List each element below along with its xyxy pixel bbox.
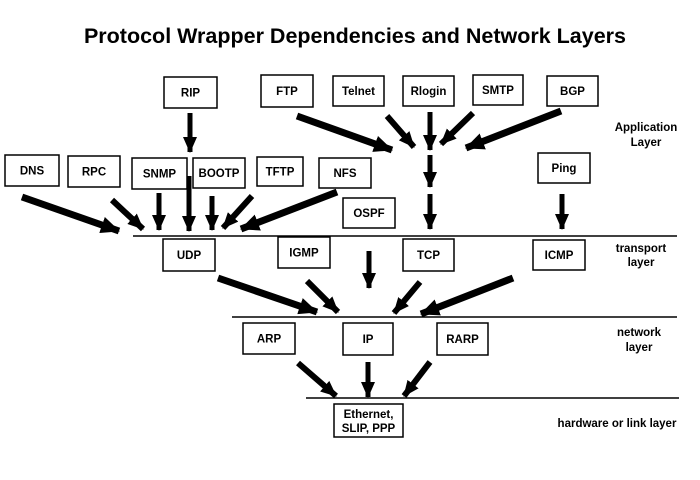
- node-rarp: RARP: [436, 322, 489, 356]
- node-tcp: TCP: [402, 238, 455, 272]
- node-telnet-label: Telnet: [342, 86, 375, 98]
- node-igmp: IGMP: [277, 236, 331, 269]
- node-icmp: ICMP: [532, 239, 586, 271]
- node-smtp-label: SMTP: [482, 85, 514, 97]
- node-udp: UDP: [162, 238, 216, 272]
- node-ip: IP: [342, 322, 394, 356]
- arrow-bgp-to-tcp: [464, 107, 563, 152]
- node-telnet-box: [332, 75, 385, 107]
- node-igmp-box: [277, 236, 331, 269]
- arrow-rarp-to-ethernet: [401, 360, 433, 398]
- node-tftp: TFTP: [256, 156, 304, 187]
- node-ftp-box: [260, 74, 314, 108]
- node-arp-box: [242, 322, 296, 355]
- node-bgp-label: BGP: [560, 86, 585, 98]
- node-rarp-label: RARP: [446, 334, 479, 346]
- application-layer-label-line1: Application: [615, 122, 678, 134]
- node-udp-box: [162, 238, 216, 272]
- arrow-tftp-to-udp: [220, 193, 255, 231]
- node-rpc-box: [67, 155, 121, 188]
- node-ping: Ping: [537, 152, 591, 184]
- node-arp-label: ARP: [257, 334, 282, 346]
- node-tcp-box: [402, 238, 455, 272]
- node-dns: DNS: [4, 154, 60, 187]
- arrow-icmp-to-ip: [419, 274, 515, 318]
- node-rpc: RPC: [67, 155, 121, 188]
- node-dns-box: [4, 154, 60, 187]
- node-telnet: Telnet: [332, 75, 385, 107]
- node-bgp: BGP: [546, 75, 599, 107]
- node-icmp-box: [532, 239, 586, 271]
- arrow-igmp-to-ip: [304, 278, 341, 315]
- node-smtp-box: [472, 74, 524, 106]
- transport-layer-label-line1: transport: [616, 243, 667, 255]
- hardware-layer-label: hardware or link layer: [558, 418, 677, 430]
- node-rlogin-label: Rlogin: [411, 86, 447, 98]
- node-tftp-label: TFTP: [266, 167, 295, 179]
- arrow-arp-to-ethernet: [296, 360, 338, 399]
- arrow-ftp-to-tcp: [295, 112, 394, 154]
- node-bootp-label: BOOTP: [199, 168, 240, 180]
- arrow-nfs-to-udp: [239, 188, 339, 233]
- network-layer-label-line1: network: [617, 327, 662, 339]
- node-ospf-box: [342, 197, 396, 229]
- node-smtp: SMTP: [472, 74, 524, 106]
- node-rip: RIP: [163, 76, 218, 109]
- node-nfs-box: [318, 157, 372, 189]
- arrow-tcp-to-ip: [391, 280, 423, 315]
- node-snmp: SNMP: [131, 157, 188, 190]
- node-rarp-box: [436, 322, 489, 356]
- node-dns-label: DNS: [20, 166, 45, 178]
- node-ping-label: Ping: [552, 163, 577, 175]
- node-ospf: OSPF: [342, 197, 396, 229]
- node-bootp: BOOTP: [192, 157, 246, 189]
- node-nfs-label: NFS: [334, 168, 357, 180]
- node-tcp-label: TCP: [417, 250, 440, 262]
- node-rip-box: [163, 76, 218, 109]
- arrow-telnet-to-tcp: [384, 114, 417, 149]
- node-rlogin-box: [402, 75, 455, 107]
- node-bgp-box: [546, 75, 599, 107]
- node-ip-box: [342, 322, 394, 356]
- node-bootp-box: [192, 157, 246, 189]
- node-ospf-label: OSPF: [353, 208, 384, 220]
- node-icmp-label: ICMP: [545, 250, 574, 262]
- node-snmp-label: SNMP: [143, 169, 177, 181]
- node-ethernet-label-line1: Ethernet,: [344, 409, 394, 421]
- node-rlogin: Rlogin: [402, 75, 455, 107]
- node-ethernet-box: [333, 403, 404, 438]
- node-tftp-box: [256, 156, 304, 187]
- node-arp: ARP: [242, 322, 296, 355]
- node-udp-label: UDP: [177, 250, 202, 262]
- network-layer-label-line2: layer: [626, 342, 653, 354]
- application-layer-label-line2: Layer: [631, 137, 662, 149]
- transport-layer-label-line2: layer: [628, 257, 655, 269]
- node-igmp-label: IGMP: [289, 248, 319, 260]
- node-ftp: FTP: [260, 74, 314, 108]
- node-rpc-label: RPC: [82, 167, 106, 179]
- arrow-dns-to-udp: [20, 193, 121, 235]
- arrow-rpc-to-udp: [109, 197, 146, 232]
- node-ethernet: Ethernet, SLIP, PPP: [333, 403, 404, 438]
- arrow-udp-to-ip: [216, 274, 319, 316]
- arrow-smtp-to-tcp: [438, 110, 476, 147]
- node-ip-label: IP: [363, 334, 374, 346]
- node-ping-box: [537, 152, 591, 184]
- node-nfs: NFS: [318, 157, 372, 189]
- node-rip-label: RIP: [181, 88, 201, 100]
- node-snmp-box: [131, 157, 188, 190]
- node-ethernet-label-line2: SLIP, PPP: [342, 423, 396, 435]
- diagram-title: Protocol Wrapper Dependencies and Networ…: [84, 24, 626, 48]
- node-ftp-label: FTP: [276, 86, 298, 98]
